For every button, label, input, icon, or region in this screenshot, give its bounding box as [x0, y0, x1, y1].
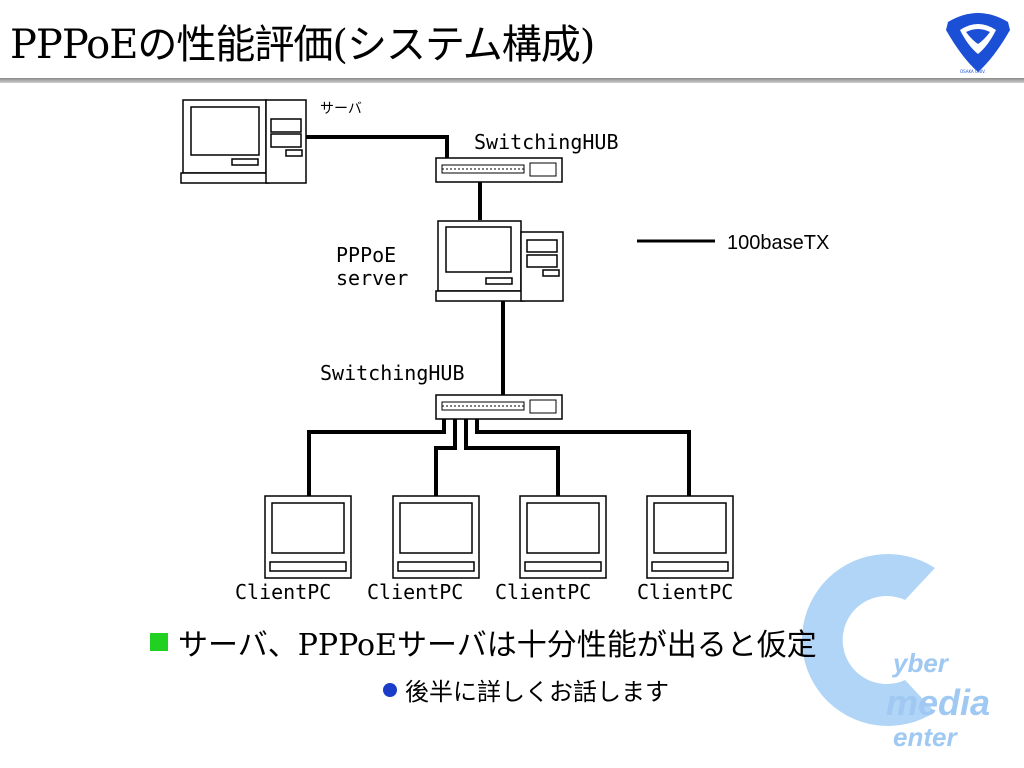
emblem-caption: OSAKA UNIV.	[960, 69, 986, 74]
cybermedia-watermark: yber media enter	[801, 554, 990, 752]
switching-hub-middle-icon	[435, 394, 563, 420]
blue-circle-bullet-icon	[383, 682, 397, 697]
client-computer-icon	[646, 495, 734, 579]
client-computer-icon	[392, 495, 480, 579]
cable-server-to-hub	[305, 135, 449, 162]
slide-title: PPPoEの性能評価(システム構成)	[10, 22, 595, 68]
server-computer-icon	[180, 99, 307, 184]
switching-hub-top-icon	[435, 157, 563, 183]
watermark-line-3: enter	[893, 722, 958, 752]
watermark-line-2: media	[886, 682, 990, 723]
bullet-sub: 後半に詳しくお話します	[383, 672, 669, 707]
pppoe-label-line1: PPPoE	[336, 243, 396, 267]
cable-client3	[464, 404, 560, 496]
client-label: ClientPC	[495, 580, 591, 604]
watermark-line-1: yber	[891, 648, 950, 678]
cable-client2	[434, 404, 457, 496]
hub-top-label: SwitchingHUB	[474, 130, 619, 154]
server-label: サーバ	[320, 101, 362, 117]
pppoe-label-line2: server	[336, 266, 408, 290]
cable-client1	[307, 404, 446, 496]
network-cables	[305, 135, 691, 496]
client-label: ClientPC	[637, 580, 733, 604]
bullet-main-text: サーバ、PPPoEサーバは十分性能が出ると仮定	[178, 628, 817, 663]
hub-middle-label: SwitchingHUB	[320, 361, 465, 385]
bullet-main: サーバ、PPPoEサーバは十分性能が出ると仮定	[150, 620, 817, 664]
client-computer-icon	[264, 495, 352, 579]
client-label: ClientPC	[235, 580, 331, 604]
client-computer-icon	[519, 495, 607, 579]
client-label: ClientPC	[367, 580, 463, 604]
green-square-bullet-icon	[150, 633, 168, 651]
university-emblem-icon: OSAKA UNIV.	[946, 13, 1010, 74]
title-divider	[0, 78, 1024, 83]
bullet-sub-text: 後半に詳しくお話します	[405, 678, 669, 706]
legend-label: 100baseTX	[727, 232, 829, 254]
pppoe-server-computer-icon	[435, 220, 564, 302]
